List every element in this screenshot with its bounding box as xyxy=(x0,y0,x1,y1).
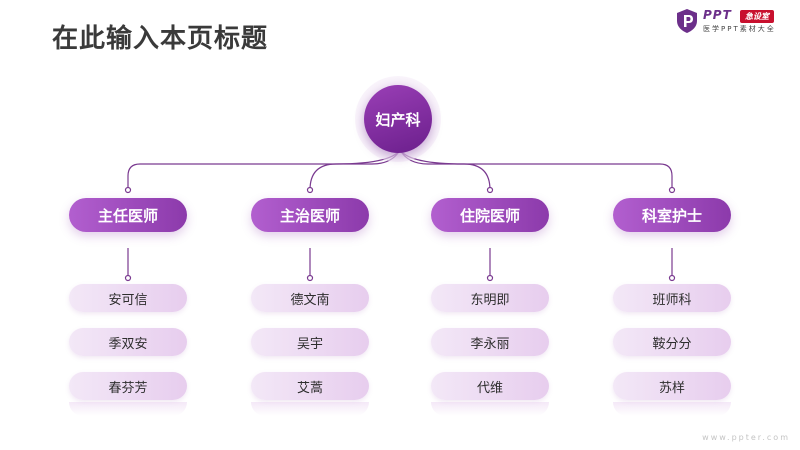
shield-logo-icon xyxy=(677,9,697,33)
logo-word: PPT xyxy=(703,8,732,22)
connector-dot xyxy=(306,186,314,194)
connector-dot xyxy=(486,274,494,282)
staff-node: 李永丽 xyxy=(431,328,549,356)
logo-badge: 急设室 xyxy=(740,10,774,23)
connector-dot xyxy=(668,274,676,282)
connector-root-right xyxy=(399,149,673,190)
root-node-label: 妇产科 xyxy=(364,85,432,153)
connector-dot xyxy=(124,186,132,194)
staff-node: 代维 xyxy=(431,372,549,400)
staff-reflection xyxy=(431,402,549,416)
root-node: 妇产科 xyxy=(355,76,441,162)
dept-node-nurse: 科室护士 xyxy=(613,198,731,232)
connector-dot xyxy=(486,186,494,194)
dept-node-attending-physician: 主治医师 xyxy=(251,198,369,232)
dept-node-resident: 住院医师 xyxy=(431,198,549,232)
staff-reflection xyxy=(613,402,731,416)
staff-node: 艾蒿 xyxy=(251,372,369,400)
page-title: 在此输入本页标题 xyxy=(52,24,269,54)
staff-node: 德文南 xyxy=(251,284,369,312)
staff-node: 苏样 xyxy=(613,372,731,400)
staff-node: 安可信 xyxy=(69,284,187,312)
connector-root-left xyxy=(127,149,401,190)
watermark: www.ppter.com xyxy=(702,433,790,442)
staff-node: 班师科 xyxy=(613,284,731,312)
connector-dot xyxy=(124,274,132,282)
staff-node: 季双安 xyxy=(69,328,187,356)
staff-node: 春芬芳 xyxy=(69,372,187,400)
dept-node-attending: 主任医师 xyxy=(69,198,187,232)
staff-reflection xyxy=(69,402,187,416)
staff-node: 鞍分分 xyxy=(613,328,731,356)
staff-node: 东明即 xyxy=(431,284,549,312)
connector-dot xyxy=(306,274,314,282)
logo-tagline: 医学PPT素材大全 xyxy=(703,25,776,33)
connector-dot xyxy=(668,186,676,194)
staff-node: 吴宇 xyxy=(251,328,369,356)
staff-reflection xyxy=(251,402,369,416)
brand-logo: PPT 急设室 医学PPT素材大全 xyxy=(676,8,794,38)
